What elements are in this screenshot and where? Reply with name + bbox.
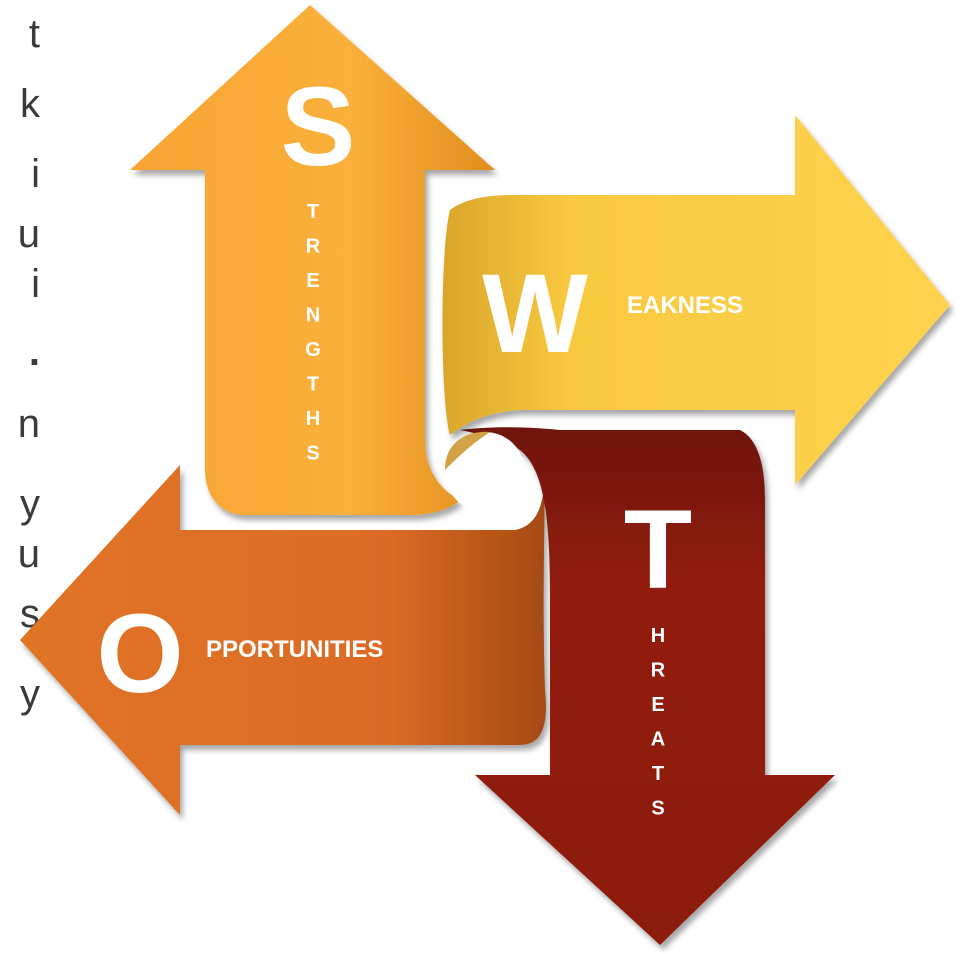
center-knot-fold bbox=[445, 431, 490, 470]
vertical-letter: A bbox=[651, 729, 665, 751]
side-char: u bbox=[17, 212, 40, 256]
opportunities-label: PPORTUNITIES bbox=[206, 636, 383, 663]
side-char: y bbox=[20, 482, 40, 526]
side-char: t bbox=[28, 12, 40, 56]
vertical-letter: E bbox=[651, 694, 664, 716]
threats-arrow-shape bbox=[460, 427, 835, 945]
vertical-letter: R bbox=[651, 660, 666, 682]
vertical-letter: H bbox=[651, 625, 665, 647]
strengths-arrow bbox=[130, 5, 495, 515]
opportunities-letter: O bbox=[96, 591, 183, 716]
weakness-label: EAKNESS bbox=[627, 292, 743, 319]
weakness-letter: W bbox=[482, 251, 588, 376]
vertical-letter: R bbox=[306, 236, 321, 258]
vertical-letter: S bbox=[306, 443, 319, 465]
vertical-letter: T bbox=[307, 201, 319, 223]
threats-arrow bbox=[460, 427, 835, 945]
weakness-arrow bbox=[442, 115, 950, 485]
side-char: u bbox=[17, 532, 40, 576]
weakness-arrow-shape bbox=[442, 115, 950, 485]
opportunities-arrow bbox=[20, 465, 546, 815]
vertical-letter: T bbox=[652, 763, 664, 785]
center-knot bbox=[445, 432, 525, 512]
threats-letter: T bbox=[624, 487, 692, 612]
vertical-letter: N bbox=[306, 305, 320, 327]
strengths-arrow-shape bbox=[130, 5, 495, 515]
side-char: . bbox=[28, 330, 40, 374]
side-char: n bbox=[17, 402, 40, 446]
opportunities-arrow-shape bbox=[20, 465, 546, 815]
side-char: i bbox=[31, 262, 40, 306]
vertical-letter: G bbox=[305, 339, 321, 361]
side-char: k bbox=[20, 82, 40, 126]
vertical-letter: T bbox=[307, 374, 319, 396]
vertical-letter: S bbox=[651, 798, 664, 820]
vertical-letter: H bbox=[306, 408, 320, 430]
vertical-letter: E bbox=[306, 270, 319, 292]
side-char: i bbox=[31, 152, 40, 196]
strengths-letter: S bbox=[281, 64, 356, 189]
side-char: y bbox=[20, 672, 40, 716]
